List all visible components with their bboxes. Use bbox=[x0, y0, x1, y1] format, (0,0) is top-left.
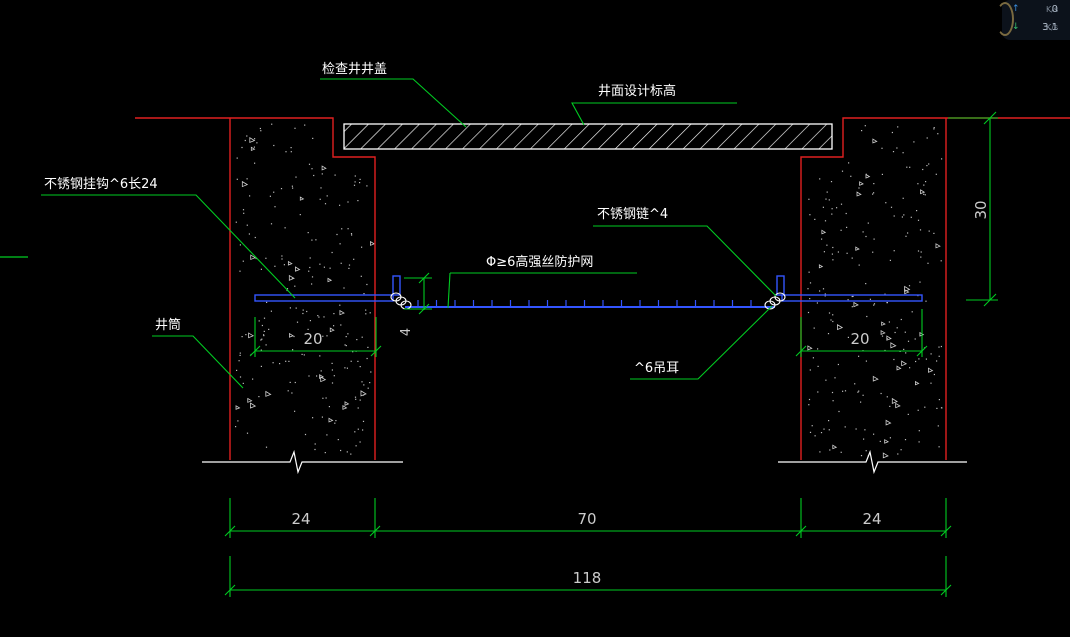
upload-arrow-icon: ↑ bbox=[1012, 4, 1020, 14]
upload-speed: ↑ 0 K/s bbox=[1008, 4, 1066, 18]
concrete-texture-left bbox=[235, 123, 376, 455]
dim-wall-left: 24 bbox=[291, 510, 310, 528]
steel-hook-left bbox=[254, 275, 401, 302]
label-protective-net: Φ≥6高强丝防护网 bbox=[486, 254, 593, 270]
download-unit: K/s bbox=[1046, 23, 1059, 32]
dimension-lines bbox=[224, 111, 998, 597]
steel-hook-right bbox=[776, 275, 923, 302]
manhole-cover bbox=[343, 123, 833, 150]
label-steel-chain: 不锈钢链^4 bbox=[597, 207, 668, 222]
dim-wall-right: 24 bbox=[862, 510, 881, 528]
ground-break-left bbox=[202, 449, 403, 475]
dim-opening: 70 bbox=[577, 510, 596, 528]
concrete-texture-right bbox=[807, 125, 943, 459]
label-steel-hook: 不锈钢挂钩^6长24 bbox=[44, 177, 158, 192]
download-speed: ↓ 3.1 K/s bbox=[1008, 22, 1066, 36]
right-wall bbox=[801, 118, 946, 460]
dim-overall: 118 bbox=[573, 569, 602, 587]
ground-break-right bbox=[778, 449, 967, 475]
speed-widget-ring bbox=[996, 2, 1014, 36]
chain-link-right bbox=[764, 292, 786, 310]
download-value: 3.1 bbox=[1042, 22, 1058, 33]
dim-net-drop: 4 bbox=[399, 328, 414, 336]
dim-hook-right: 20 bbox=[850, 330, 869, 348]
dimension-texts: 30 4 20 20 24 70 24 118 bbox=[291, 200, 990, 587]
download-arrow-icon: ↓ bbox=[1012, 22, 1020, 32]
dim-height-right: 30 bbox=[972, 200, 990, 219]
label-design-elevation: 井面设计标高 bbox=[598, 83, 676, 99]
annotation-labels: 检查井井盖 井面设计标高 不锈钢挂钩^6长24 不锈钢链^4 Φ≥6高强丝防护网… bbox=[44, 62, 679, 376]
upload-unit: K/s bbox=[1046, 5, 1059, 14]
label-lifting-ear: ^6吊耳 bbox=[634, 361, 679, 376]
label-shaft: 井筒 bbox=[155, 317, 181, 333]
left-wall bbox=[230, 118, 376, 460]
label-manhole-cover: 检查井井盖 bbox=[322, 62, 387, 77]
protective-net bbox=[405, 300, 775, 308]
upload-value: 0 bbox=[1051, 4, 1058, 15]
network-speed-widget[interactable]: ↑ 0 K/s ↓ 3.1 K/s bbox=[996, 0, 1070, 40]
shaft-outline bbox=[135, 117, 1070, 460]
leader-lines bbox=[41, 78, 777, 389]
dim-hook-left: 20 bbox=[303, 330, 322, 348]
